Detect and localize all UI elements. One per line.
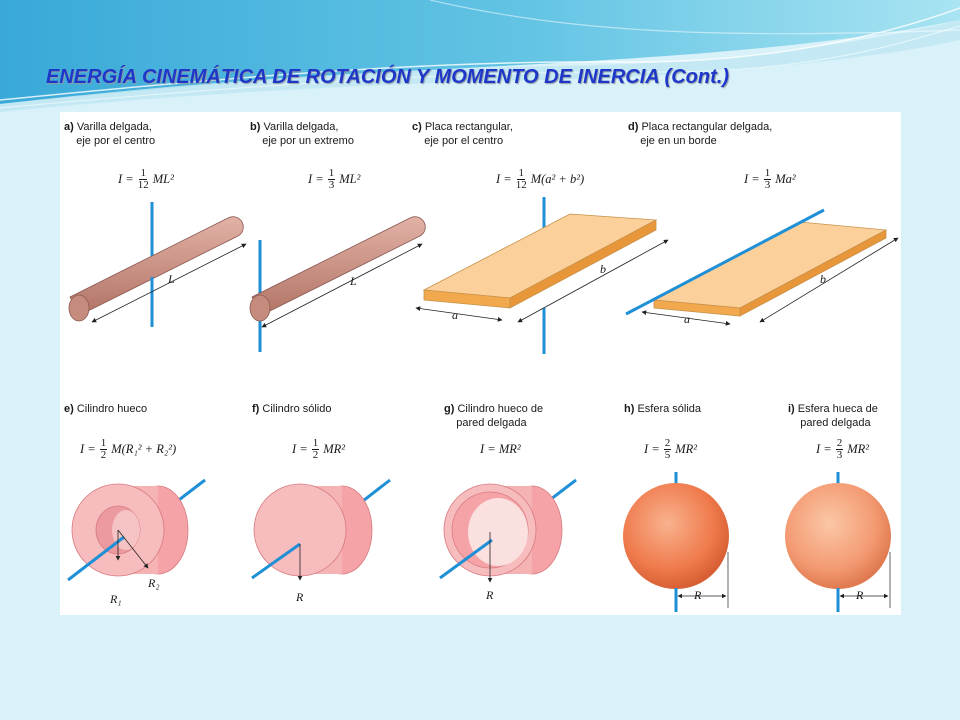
hollow-sphere-drawing xyxy=(785,472,891,612)
solid-sphere-drawing xyxy=(623,472,729,612)
panel-g-dim-R: R xyxy=(486,588,494,602)
panel-b-dim-L: L xyxy=(350,274,357,288)
panel-e-dim-R1: R₁ xyxy=(110,592,122,606)
panel-g-formula: I = MR² xyxy=(480,442,521,456)
panel-i-label: i) Esfera hueca de pared delgada xyxy=(788,403,878,429)
panel-a-label: a) Varilla delgada, eje por el centro xyxy=(64,121,156,147)
panel-a-dim-L: L xyxy=(168,272,175,286)
panel-h-label: h) Esfera sólida xyxy=(624,403,702,415)
figure-drawing xyxy=(67,197,899,612)
panel-c-label: c) Placa rectangular, eje por el centro xyxy=(412,121,513,147)
moment-of-inertia-figure: a) Varilla delgada, eje por el centro I … xyxy=(60,112,901,615)
plate-center-drawing xyxy=(415,197,669,354)
panel-d-dim-b: b xyxy=(820,272,826,286)
panel-b-label: b) Varilla delgada, eje por un extremo xyxy=(250,121,354,147)
rod-end-drawing xyxy=(249,216,426,352)
panel-e-dim-R2: R₂ xyxy=(148,576,160,590)
thin-hollow-cylinder-drawing xyxy=(439,478,577,583)
panel-c-dim-a: a xyxy=(452,308,458,322)
panel-d-dim-a: a xyxy=(684,312,690,326)
panel-h-dim-R: R xyxy=(694,588,702,602)
panel-c-dim-b: b xyxy=(600,262,606,276)
panel-f-label: f) Cilindro sólido xyxy=(252,403,332,415)
panel-e-label: e) Cilindro hueco xyxy=(64,403,148,415)
hollow-cylinder-drawing xyxy=(67,478,206,582)
panel-i-dim-R: R xyxy=(856,588,864,602)
panel-g-label: g) Cilindro hueco de pared delgada xyxy=(444,403,544,429)
panel-f-dim-R: R xyxy=(296,590,304,604)
plate-edge-drawing xyxy=(625,208,899,326)
slide-title: ENERGÍA CINEMÁTICA DE ROTACIÓN Y MOMENTO… xyxy=(46,66,729,88)
panel-d-label: d) Placa rectangular delgada, eje en un … xyxy=(628,121,773,147)
rod-center-drawing xyxy=(68,202,247,327)
solid-cylinder-drawing xyxy=(251,478,391,581)
